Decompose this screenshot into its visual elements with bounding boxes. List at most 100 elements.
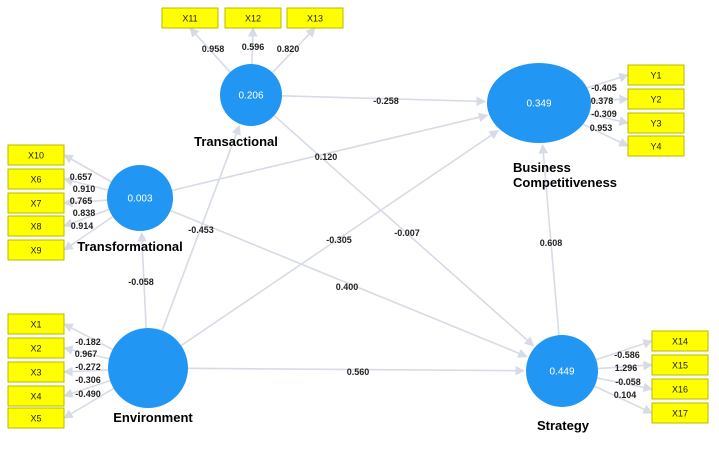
path-coefficient: -0.453 xyxy=(188,225,214,235)
indicator-box-x1[interactable] xyxy=(7,313,65,335)
path-strategy-to-business xyxy=(538,143,560,336)
indicator-label: X7 xyxy=(30,199,41,209)
latent-name: Transformational xyxy=(77,239,182,254)
loading-path xyxy=(189,27,231,73)
indicator-box-x6[interactable] xyxy=(7,168,65,190)
indicator-box-x9[interactable] xyxy=(7,239,65,261)
indicator-box-y4[interactable] xyxy=(627,135,685,157)
latent-name: Transactional xyxy=(194,134,278,149)
indicator-box-x14[interactable] xyxy=(651,330,709,352)
outer-loading: -0.490 xyxy=(75,389,101,399)
path-environment-to-strategy xyxy=(187,365,525,376)
indicator-label: X3 xyxy=(30,368,41,378)
indicator-box-x7[interactable] xyxy=(7,192,65,214)
indicator-box-x3[interactable] xyxy=(7,361,65,383)
outer-loading: -0.306 xyxy=(75,375,101,385)
indicator-label: Y1 xyxy=(650,71,661,81)
measurement-paths xyxy=(63,27,653,419)
loading-path xyxy=(63,387,115,419)
indicator-label: X5 xyxy=(30,414,41,424)
indicator-label: Y4 xyxy=(650,142,661,152)
path-coefficient: -0.258 xyxy=(373,96,399,106)
indicator-label: X15 xyxy=(672,361,688,371)
path-coefficient: 0.120 xyxy=(315,152,338,162)
latent-transformational[interactable] xyxy=(107,165,173,231)
latent-name: Strategy xyxy=(537,418,590,433)
outer-loading: 0.910 xyxy=(73,184,96,194)
indicator-box-x5[interactable] xyxy=(7,407,65,429)
indicator-label: X9 xyxy=(30,246,41,256)
outer-loading: 0.657 xyxy=(70,172,93,182)
outer-loading: -0.272 xyxy=(75,362,101,372)
outer-loading: 0.104 xyxy=(614,390,637,400)
latent-strategy[interactable] xyxy=(526,335,598,407)
loading-path xyxy=(247,27,258,65)
outer-loading: -0.058 xyxy=(615,377,641,387)
indicator-box-x12[interactable] xyxy=(224,7,282,29)
latent-transactional[interactable] xyxy=(220,64,282,126)
path-transformational-to-business xyxy=(171,112,489,192)
loading-path xyxy=(63,379,111,398)
path-transactional-to-business xyxy=(281,95,486,107)
indicator-box-x17[interactable] xyxy=(651,402,709,424)
latent-name: Environment xyxy=(113,410,193,425)
outer-loading: 0.958 xyxy=(202,44,225,54)
indicator-label: X10 xyxy=(28,151,44,161)
path-environment-to-transformational xyxy=(137,232,147,329)
loading-path xyxy=(595,339,653,361)
indicator-label: X11 xyxy=(182,14,197,24)
indicator-label: X2 xyxy=(30,344,41,354)
path-transactional-to-strategy xyxy=(273,114,535,347)
path-coefficient: 0.560 xyxy=(347,367,370,377)
outer-loading: 0.953 xyxy=(590,123,613,133)
indicator-box-x2[interactable] xyxy=(7,337,65,359)
path-environment-to-business xyxy=(180,129,500,347)
indicator-label: X8 xyxy=(30,222,41,232)
outer-loading: 0.914 xyxy=(71,221,94,231)
path-coefficient: -0.058 xyxy=(128,277,154,287)
loading-path xyxy=(63,366,109,377)
loading-path xyxy=(594,385,653,414)
outer-loading: 0.967 xyxy=(75,349,98,359)
loading-path xyxy=(597,360,653,371)
path-coefficient: -0.007 xyxy=(394,228,420,238)
structural-paths xyxy=(137,95,560,376)
path-transformational-to-strategy xyxy=(170,209,528,358)
coefficient-labels: -0.2580.120-0.0070.400-0.453-0.058-0.305… xyxy=(70,42,641,400)
latent-r-squared: 0.206 xyxy=(238,91,263,102)
loading-path xyxy=(63,197,108,208)
loading-path xyxy=(63,176,109,191)
indicator-label: X1 xyxy=(30,320,41,330)
outer-loading: -0.182 xyxy=(75,337,101,347)
indicator-box-x4[interactable] xyxy=(7,385,65,407)
indicator-box-x10[interactable] xyxy=(7,144,65,166)
loading-path xyxy=(588,113,629,126)
loading-path xyxy=(597,377,653,393)
indicator-box-x8[interactable] xyxy=(7,215,65,237)
path-environment-to-transactional xyxy=(161,124,241,331)
latent-environment[interactable] xyxy=(108,328,188,408)
indicator-box-y3[interactable] xyxy=(627,112,685,134)
outer-loading: -0.586 xyxy=(614,350,640,360)
indicator-label: X13 xyxy=(307,14,323,24)
outer-loading: 0.596 xyxy=(242,42,265,52)
outer-loading: 0.838 xyxy=(73,208,96,218)
latent-business[interactable] xyxy=(487,63,591,143)
loading-path xyxy=(63,215,114,251)
indicator-box-x15[interactable] xyxy=(651,354,709,376)
loading-path xyxy=(63,208,110,228)
indicator-box-x13[interactable] xyxy=(286,7,344,29)
latent-variables: 0.206Transactional0.003TransformationalE… xyxy=(77,63,617,433)
loading-path xyxy=(271,27,316,74)
path-coefficient: 0.400 xyxy=(336,282,359,292)
indicator-label: Y2 xyxy=(650,95,661,105)
indicator-box-y1[interactable] xyxy=(627,64,685,86)
indicator-box-x11[interactable] xyxy=(161,7,219,29)
outer-loading: 0.765 xyxy=(70,196,93,206)
indicator-label: X6 xyxy=(30,175,41,185)
indicator-box-x16[interactable] xyxy=(651,378,709,400)
indicator-box-y2[interactable] xyxy=(627,88,685,110)
path-coefficient: 0.608 xyxy=(540,238,563,248)
